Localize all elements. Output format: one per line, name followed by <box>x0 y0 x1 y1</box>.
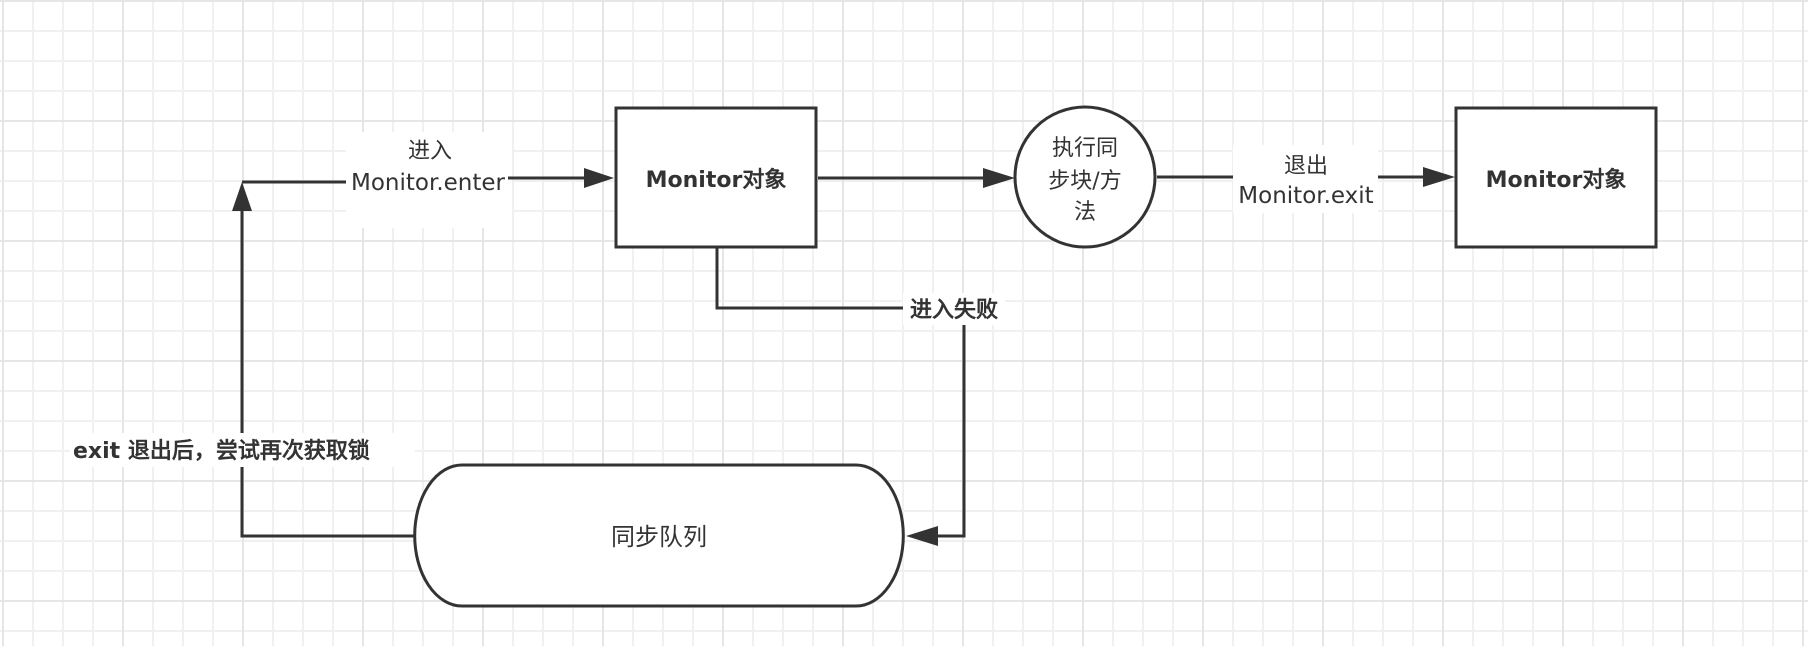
arrowhead-left-icon <box>906 526 938 546</box>
monitor-enter-box[interactable] <box>614 106 818 249</box>
node-monitor-enter[interactable]: Monitor对象 <box>614 106 818 249</box>
edge-exit: 退出 Monitor.exit <box>1157 145 1455 213</box>
edge-label-enter: 进入 Monitor.enter <box>346 132 512 228</box>
arrowhead-right-icon <box>983 168 1015 188</box>
enter-failed-connector-bottom <box>932 325 966 538</box>
monitor-exit-box[interactable] <box>1454 106 1658 249</box>
enter-failed-label: 进入失败 <box>910 298 998 323</box>
enter-label-line-2: Monitor.enter <box>351 170 506 196</box>
edge-to-execute <box>818 168 1015 188</box>
sync-queue-label: 同步队列 <box>611 523 707 551</box>
exit-label-bg <box>1233 145 1378 213</box>
arrowhead-up-icon <box>232 182 252 211</box>
edge-retry <box>232 180 415 538</box>
retry-label-bg <box>70 433 415 467</box>
exit-label-line-1: 退出 <box>1284 154 1328 179</box>
sync-queue-shape[interactable] <box>413 463 905 608</box>
enter-label-bg <box>346 132 512 228</box>
edge-enter <box>508 168 614 188</box>
enter-failed-connector-top <box>715 248 905 310</box>
edge-enter-failed: 进入失败 <box>715 248 1005 546</box>
arrowhead-right-icon <box>584 168 614 188</box>
execute-label-line-1: 执行同 <box>1052 136 1118 161</box>
exit-label-line-2: Monitor.exit <box>1238 183 1373 209</box>
node-monitor-exit[interactable]: Monitor对象 <box>1454 106 1658 249</box>
monitor-enter-label: Monitor对象 <box>646 167 787 193</box>
enter-failed-label-bg <box>903 293 1005 325</box>
monitor-exit-label: Monitor对象 <box>1486 167 1627 193</box>
edge-label-retry: exit 退出后，尝试再次获取锁 <box>70 433 415 467</box>
node-sync-queue[interactable]: 同步队列 <box>413 463 905 608</box>
node-execute[interactable]: 执行同 步块/方 法 <box>1013 105 1157 249</box>
execute-label-line-2: 步块/方 <box>1048 169 1121 194</box>
enter-label-line-1: 进入 <box>408 139 452 164</box>
retry-connector <box>240 186 415 538</box>
arrowhead-right-icon <box>1423 167 1455 187</box>
execute-circle[interactable] <box>1013 105 1157 249</box>
execute-label-line-3: 法 <box>1074 200 1096 225</box>
retry-label: exit 退出后，尝试再次获取锁 <box>73 438 370 464</box>
